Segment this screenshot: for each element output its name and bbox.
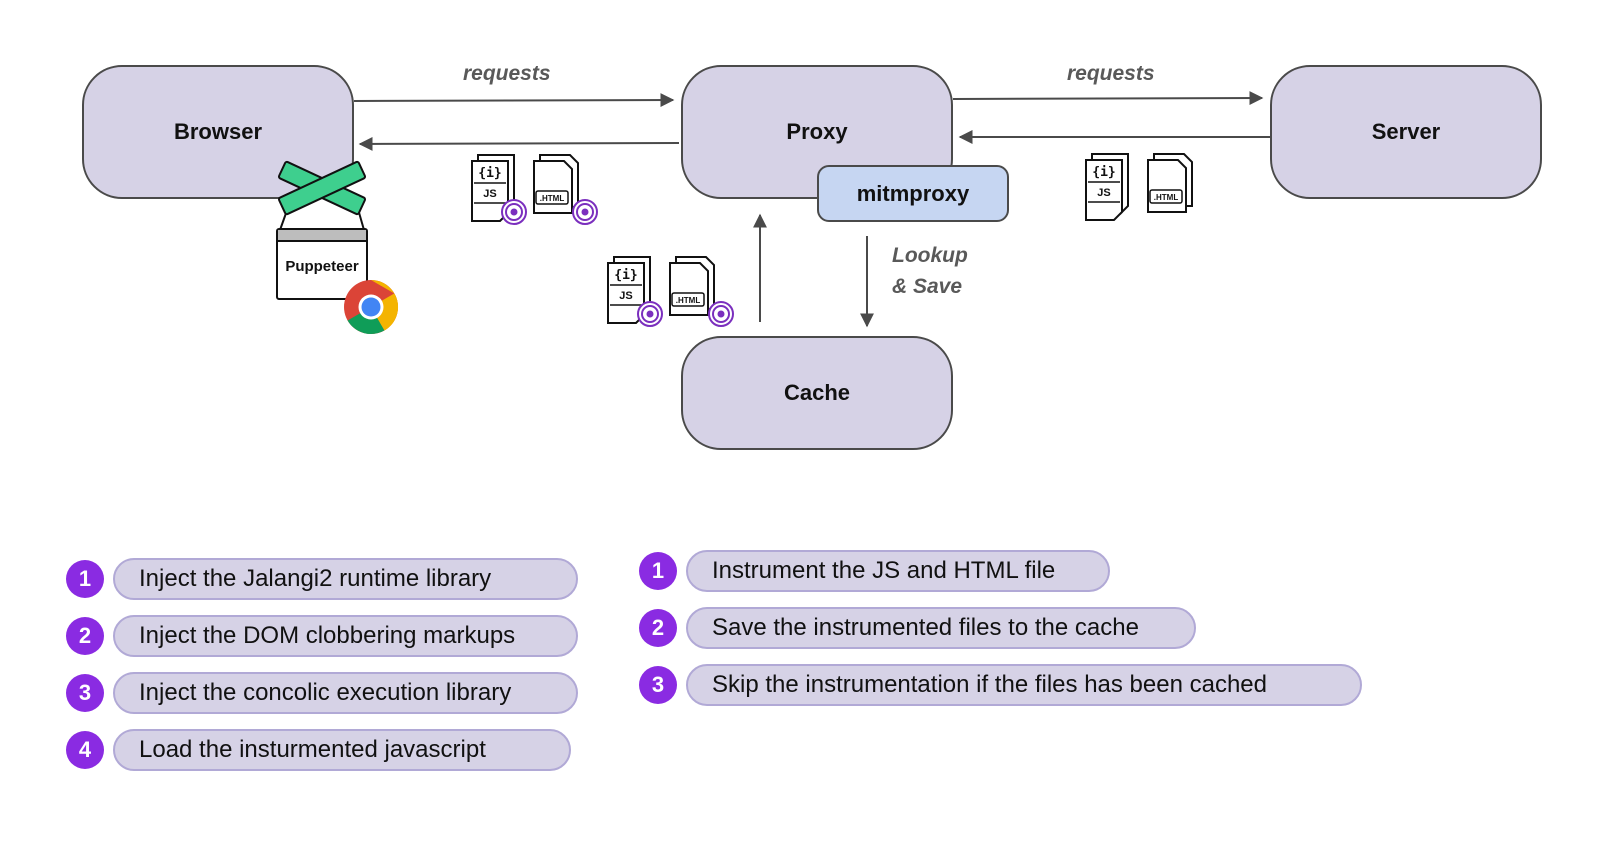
mitmproxy-label: mitmproxy — [856, 180, 970, 206]
arrow-browser-to-proxy — [353, 93, 675, 108]
instrument-badge-icon — [501, 199, 527, 225]
cache-node: Cache — [681, 336, 953, 450]
html-file-label: .HTML — [676, 296, 701, 305]
html-file-label: .HTML — [540, 194, 565, 203]
puppeteer-window-bar — [278, 230, 366, 242]
puppeteer-label: Puppeteer — [285, 258, 359, 275]
browser-step-number-badge: 3 — [66, 674, 104, 712]
proxy-step-number-badge: 1 — [639, 552, 677, 590]
requests-label-browser-proxy: requests — [463, 62, 551, 85]
chrome-icon — [344, 279, 399, 335]
proxy-step-text: Save the instrumented files to the cache — [686, 607, 1196, 649]
instrument-badge-icon — [572, 199, 598, 225]
file-icons-browser-response: {i} JS .HTML — [470, 153, 602, 230]
js-glyph: {i} — [614, 268, 637, 283]
browser-step-text: Load the insturmented javascript — [113, 729, 571, 771]
html-file-icon: .HTML — [533, 154, 579, 214]
proxy-step-number-badge: 2 — [639, 609, 677, 647]
html-file-icon: .HTML — [1147, 153, 1193, 213]
proxy-label: Proxy — [786, 119, 848, 144]
server-node: Server — [1270, 65, 1542, 199]
proxy-step-text: Skip the instrumentation if the files ha… — [686, 664, 1362, 706]
js-file-label: JS — [483, 188, 496, 200]
browser-step-text: Inject the DOM clobbering markups — [113, 615, 578, 657]
mitmproxy-node: mitmproxy — [817, 165, 1009, 222]
lookup-line-2: & Save — [892, 275, 963, 298]
arrow-proxy-to-server — [952, 91, 1264, 106]
js-glyph: {i} — [1092, 165, 1115, 180]
requests-label-proxy-server: requests — [1067, 62, 1155, 85]
js-file-label: JS — [619, 290, 632, 302]
browser-step-number-badge: 4 — [66, 731, 104, 769]
browser-step-text: Inject the concolic execution library — [113, 672, 578, 714]
browser-label: Browser — [173, 119, 263, 144]
proxy-step-text: Instrument the JS and HTML file — [686, 550, 1110, 592]
lookup-line-1: Lookup — [892, 244, 968, 267]
js-file-label: JS — [1097, 187, 1110, 199]
file-icons-server-response: {i} JS .HTML — [1084, 152, 1216, 229]
file-icons-cache: {i} JS .HTML — [606, 255, 738, 332]
puppeteer-chrome-illustration: Puppeteer — [276, 160, 401, 340]
browser-step-number-badge: 2 — [66, 617, 104, 655]
html-file-label: .HTML — [1154, 193, 1179, 202]
puppeteer-icon — [277, 160, 367, 231]
browser-step-text: Inject the Jalangi2 runtime library — [113, 558, 578, 600]
instrument-badge-icon — [708, 301, 734, 327]
browser-step-number-badge: 1 — [66, 560, 104, 598]
js-file-icon: {i} JS — [1085, 153, 1129, 221]
arrow-proxy-to-browser — [358, 136, 680, 151]
instrument-badge-icon — [637, 301, 663, 327]
html-file-icon: .HTML — [669, 256, 715, 316]
server-label: Server — [1371, 119, 1441, 144]
proxy-step-number-badge: 3 — [639, 666, 677, 704]
js-glyph: {i} — [478, 166, 501, 181]
lookup-save-label: Lookup & Save — [892, 240, 968, 302]
cache-label: Cache — [783, 380, 851, 405]
